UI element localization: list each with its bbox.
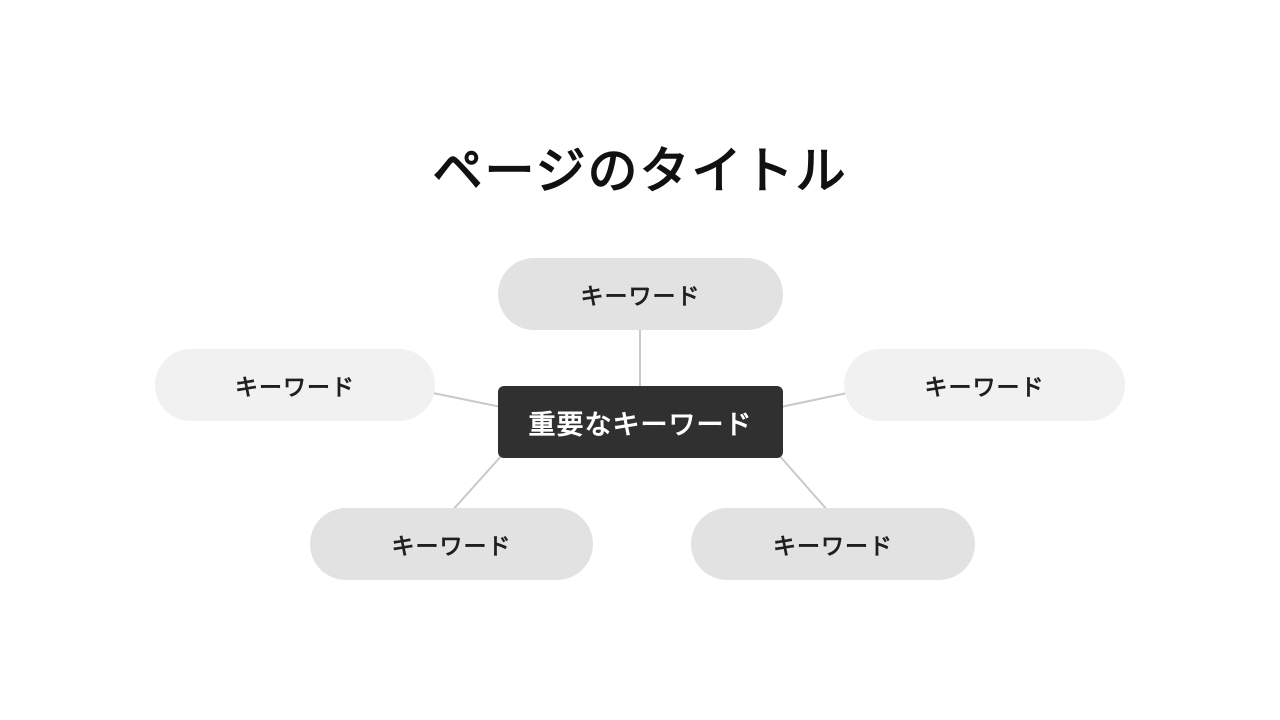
keyword-node-label: キーワード [235, 374, 355, 400]
keyword-node-label: キーワード [773, 533, 893, 559]
keyword-node-label: キーワード [924, 374, 1045, 400]
keyword-node-right[interactable]: キーワード [844, 349, 1125, 421]
keyword-node-label: キーワード [580, 283, 701, 309]
keyword-node-top[interactable]: キーワード [498, 258, 783, 330]
page-title: ページのタイトル [432, 143, 848, 199]
connector-line-bottom-left [450, 453, 504, 513]
central-keyword-node[interactable]: 重要なキーワード [498, 386, 783, 458]
keyword-node-label: キーワード [391, 533, 512, 559]
connector-line-right [775, 391, 853, 409]
keyword-node-bottom-right[interactable]: キーワード [691, 508, 975, 580]
connector-line-left [427, 391, 507, 409]
central-keyword-label: 重要なキーワード [528, 409, 753, 440]
keyword-node-bottom-left[interactable]: キーワード [310, 508, 593, 580]
keyword-node-left[interactable]: キーワード [155, 349, 435, 421]
connector-line-bottom-right [777, 453, 830, 513]
